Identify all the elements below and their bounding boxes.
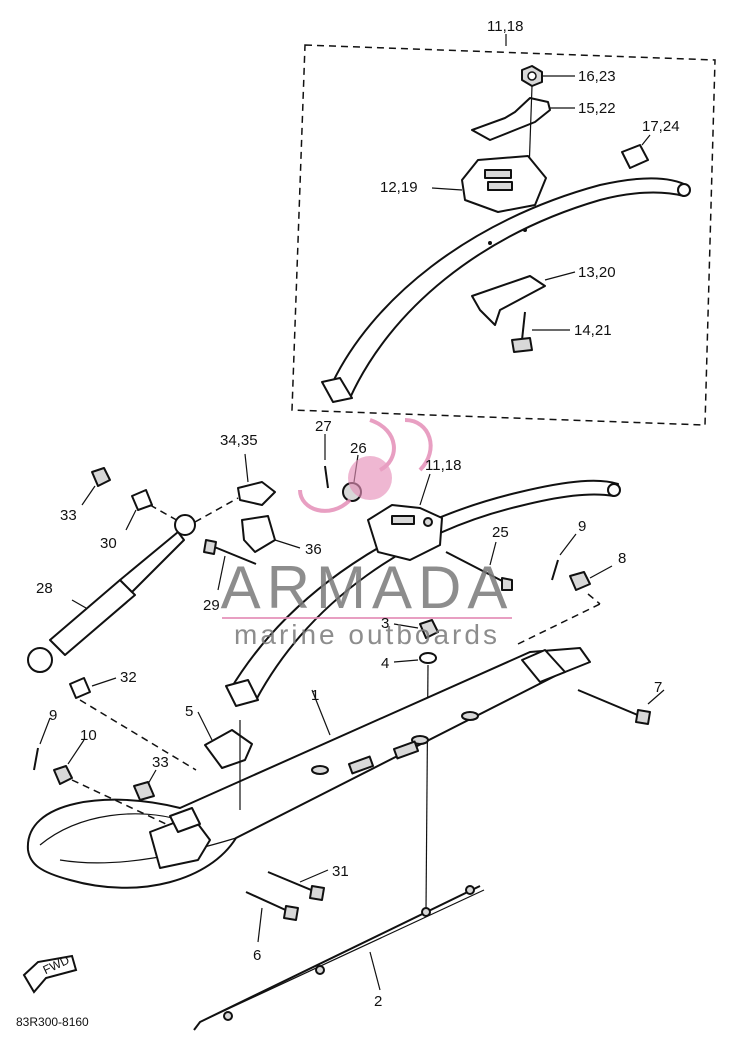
cap-36 — [241, 515, 301, 553]
nut-8 — [569, 565, 613, 591]
callout-33-upper: 33 — [60, 507, 77, 524]
watermark-brand: ARMADA — [221, 554, 514, 621]
callout-34-35: 34,35 — [220, 432, 258, 449]
nut-16-23 — [521, 65, 575, 87]
saddle-11-18-mid — [367, 473, 443, 561]
nut-3 — [393, 619, 439, 639]
saddle-12-19 — [431, 155, 547, 213]
callout-29: 29 — [203, 597, 220, 614]
callout-14-21: 14,21 — [574, 322, 612, 339]
callout-5: 5 — [185, 703, 193, 720]
nut-33-lower — [133, 769, 157, 801]
callout-10: 10 — [80, 727, 97, 744]
nut-33-upper — [81, 467, 111, 506]
watermark: ARMADA marine outboards — [221, 418, 514, 650]
bolt-7 — [577, 689, 665, 725]
bracket-34-35 — [237, 453, 276, 506]
leader-7-dashed — [517, 603, 601, 645]
bushing-32 — [69, 677, 197, 771]
bolt-14-21 — [511, 311, 570, 353]
leaf-spring-top — [321, 177, 691, 403]
callout-7: 7 — [654, 679, 662, 696]
callout-32: 32 — [120, 669, 137, 686]
callout-17-24: 17,24 — [642, 118, 680, 135]
pin-27 — [324, 434, 329, 489]
callout-4: 4 — [381, 655, 389, 672]
bolt-31 — [267, 869, 329, 901]
callout-26: 26 — [350, 440, 367, 457]
washer-4 — [393, 652, 437, 664]
callout-3: 3 — [381, 615, 389, 632]
callout-8: 8 — [618, 550, 626, 567]
callout-16-23: 16,23 — [578, 68, 616, 85]
callout-33-lower: 33 — [152, 754, 169, 771]
cotter-pin-9-upper — [551, 533, 577, 581]
callout-30: 30 — [100, 535, 117, 552]
callout-1: 1 — [311, 687, 319, 704]
clip-5 — [197, 711, 253, 810]
callout-28: 28 — [36, 580, 53, 597]
fwd-arrow-icon: FWD — [22, 953, 78, 994]
callout-2: 2 — [374, 993, 382, 1010]
propeller-logo-icon — [298, 418, 433, 513]
wear-rod-2 — [193, 885, 485, 1031]
callout-12-19: 12,19 — [380, 179, 418, 196]
bolt-6 — [245, 891, 299, 943]
callout-27: 27 — [315, 418, 332, 435]
leader-8-dashed — [587, 593, 601, 605]
callout-13-20: 13,20 — [578, 264, 616, 281]
cotter-pin-9-lower — [33, 717, 51, 771]
bolt-29 — [203, 539, 257, 591]
callout-9-upper: 9 — [578, 518, 586, 535]
diagram-code: 83R300-8160 — [16, 1015, 89, 1029]
bushing-17-24 — [621, 134, 651, 169]
shock-absorber-28 — [27, 514, 196, 673]
callout-6: 6 — [253, 947, 261, 964]
assembly-dashed-box — [291, 44, 716, 426]
bolt-25 — [445, 541, 513, 591]
callout-15-22: 15,22 — [578, 100, 616, 117]
leader-30-shock — [149, 504, 181, 523]
callout-36: 36 — [305, 541, 322, 558]
watermark-tagline: marine outboards — [234, 619, 500, 650]
lower-plate-13-20 — [471, 271, 576, 326]
nut-10 — [53, 739, 167, 825]
callout-11-18-mid: 11,18 — [425, 457, 461, 474]
callout-25: 25 — [492, 524, 509, 541]
leader-shock-29 — [194, 497, 239, 523]
bushing-30 — [125, 489, 153, 531]
callout-11-18-top: 11,18 — [487, 18, 523, 35]
ski-body-1 — [26, 647, 591, 889]
callout-31: 31 — [332, 863, 349, 880]
callout-9-lower: 9 — [49, 707, 57, 724]
